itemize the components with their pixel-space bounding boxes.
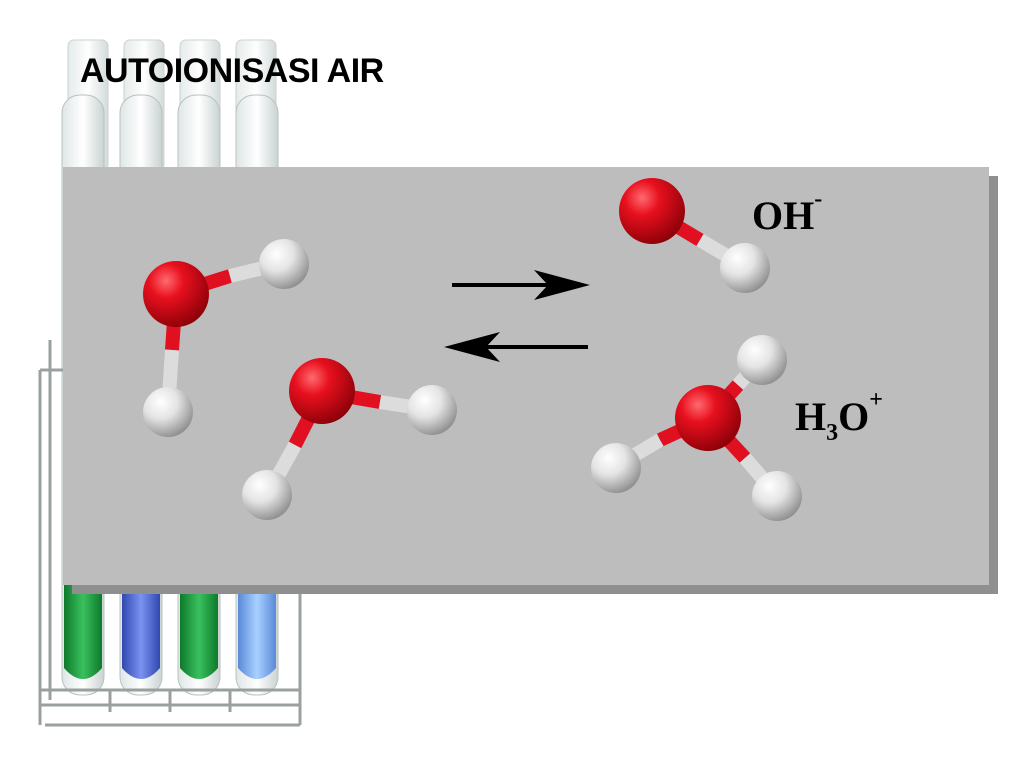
hydrogen-atom (407, 385, 457, 435)
hydrogen-atom (737, 335, 787, 385)
hydronium-subscript: 3 (826, 420, 839, 446)
reverse-arrow (444, 332, 588, 362)
hydrogen-atom (752, 471, 802, 521)
water-molecule-2 (242, 358, 457, 520)
oxygen-atom (143, 261, 209, 327)
hydrogen-atom (259, 239, 309, 289)
oxygen-atom (619, 178, 685, 244)
hydroxide-label: OH- (752, 186, 822, 239)
water-molecule-1 (143, 239, 309, 437)
slide-title: AUTOIONISASI AIR (80, 52, 384, 90)
hydronium-label: H3O+ (795, 387, 883, 446)
hydrogen-atom (591, 443, 641, 493)
hydrogen-atom (720, 243, 770, 293)
oxygen-atom (675, 385, 741, 451)
oxygen-atom (289, 358, 355, 424)
hydroxide-ion (619, 178, 770, 293)
hydronium-charge: + (869, 387, 883, 413)
hydrogen-atom (242, 470, 292, 520)
hydronium-o: O (838, 394, 870, 439)
hydroxide-formula: OH (752, 193, 815, 238)
forward-arrow (452, 270, 590, 300)
hydrogen-atom (143, 387, 193, 437)
hydroxide-charge: - (814, 186, 823, 212)
diagram-panel (63, 167, 989, 585)
hydronium-ion (591, 335, 802, 521)
hydronium-h: H (795, 394, 827, 439)
